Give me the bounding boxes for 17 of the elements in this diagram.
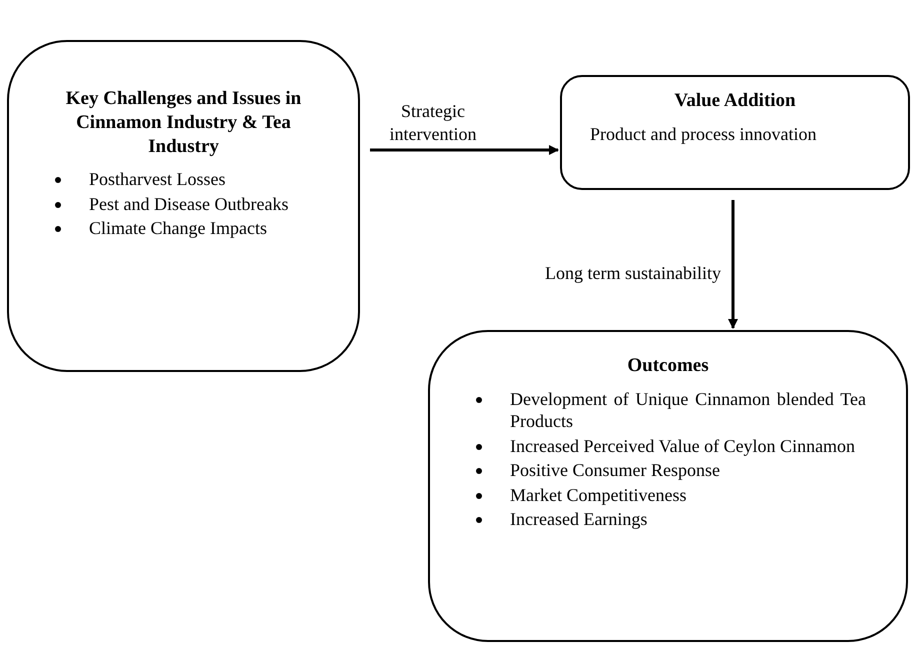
- bullet-item: Increased Earnings: [470, 508, 866, 531]
- bullet-item: Positive Consumer Response: [470, 459, 866, 482]
- bullet-item: Climate Change Impacts: [49, 217, 318, 240]
- rounded-box: [7, 40, 360, 372]
- arrow: [370, 145, 559, 155]
- bullet-item: Postharvest Losses: [49, 168, 318, 191]
- bullet-item: Pest and Disease Outbreaks: [49, 192, 318, 216]
- bullet-item: Market Competitiveness: [470, 484, 866, 506]
- arrow: [728, 200, 738, 329]
- box-heading: Key Challenges and Issues in Cinnamon Industry & Tea Industry: [64, 87, 302, 158]
- rounded-box: [428, 330, 908, 642]
- bullet-item: Increased Perceived Value of Ceylon Cinnamon: [470, 434, 866, 458]
- box-heading: Outcomes: [626, 354, 710, 378]
- box-text: Product and process innovation: [589, 122, 818, 146]
- rounded-box: [560, 75, 910, 190]
- bullet-item: Development of Unique Cinnamon blended Tea Products: [470, 388, 866, 433]
- box-heading: Value Addition: [673, 89, 797, 113]
